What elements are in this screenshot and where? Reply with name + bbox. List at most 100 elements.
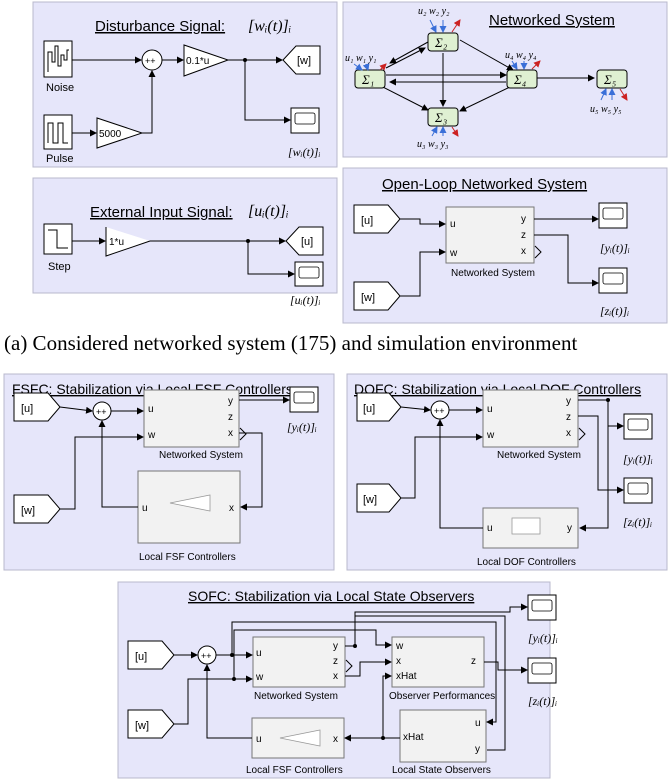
disturbance-sum-signs: ++: [145, 56, 156, 66]
io-label-3: u₃ w₃ y₃: [417, 139, 449, 150]
disturbance-title: Disturbance Signal:: [95, 18, 225, 35]
step-source-block[interactable]: [43, 223, 73, 255]
node-sigma-1[interactable]: [354, 69, 386, 89]
gain-input-label: 1*u: [109, 237, 124, 248]
fsfc-from-w-label: [w]: [21, 505, 35, 517]
sofc-perf-w: w: [395, 641, 404, 652]
openloop-block-label: Networked System: [451, 268, 535, 279]
panel-open-loop: Open-Loop Networked System [u] [w] u w y…: [342, 167, 668, 324]
node-sigma-2-label: Σ₂: [434, 35, 448, 50]
fsfc-port-u: u: [148, 404, 154, 415]
fsfc-from-u[interactable]: [13, 392, 61, 422]
node-sigma-2[interactable]: [427, 32, 459, 52]
fsfc-from-w[interactable]: [13, 494, 61, 524]
io-label-1: u₁ w₁ y₁: [345, 53, 377, 64]
panel-external-input: External Input Signal: [uᵢ(t)]ᵢ Step 1*u…: [32, 177, 338, 307]
fsfc-port-y: y: [228, 396, 233, 407]
disturbance-title-math: [wᵢ(t)]ᵢ: [248, 18, 291, 35]
sofc-from-u[interactable]: [127, 640, 175, 670]
fsfc-port-z: z: [228, 412, 233, 423]
openloop-from-u[interactable]: [353, 204, 401, 234]
fsfc-ctrl-label: Local FSF Controllers: [139, 552, 236, 563]
fsfc-networked-block[interactable]: [143, 389, 240, 448]
external-title: External Input Signal:: [90, 204, 233, 221]
gain-5000-block[interactable]: [96, 117, 144, 149]
panel-sofc: SOFC: Stabilization via Local State Obse…: [117, 581, 558, 779]
dofc-port-z: z: [566, 412, 571, 423]
openloop-port-y: y: [521, 214, 526, 225]
openloop-networked-block[interactable]: [445, 206, 535, 264]
external-scope-label: [uᵢ(t)]ᵢ: [290, 293, 321, 307]
dofc-from-u[interactable]: [356, 392, 402, 422]
fsfc-sum-signs: ++: [96, 407, 107, 417]
noise-source-block[interactable]: [43, 40, 73, 78]
sofc-block-label: Networked System: [254, 691, 338, 702]
openloop-port-w: w: [449, 248, 458, 259]
sofc-networked-block[interactable]: [252, 636, 346, 688]
openloop-from-u-label: [u]: [361, 215, 373, 227]
node-sigma-4[interactable]: [506, 69, 538, 89]
sofc-obs-y: y: [475, 744, 480, 755]
fsfc-port-w: w: [147, 430, 156, 441]
dofc-port-w: w: [486, 430, 495, 441]
disturbance-scope-label: [wᵢ(t)]ᵢ: [288, 145, 321, 159]
gain-5000-label: 5000: [99, 129, 122, 140]
openloop-port-u: u: [450, 219, 456, 230]
external-title-math: [uᵢ(t)]ᵢ: [248, 203, 289, 220]
dofc-ctrl-in: y: [567, 523, 572, 534]
sofc-sum-signs: ++: [201, 651, 212, 661]
io-label-5: u₅ w₅ y₅: [590, 104, 622, 115]
network-edges: [372, 39, 595, 112]
sofc-title: SOFC: Stabilization via Local State Obse…: [188, 588, 474, 604]
fsfc-scope-y-label: [yᵢ(t)]ᵢ: [287, 420, 317, 434]
panel-dofc: DOFC: Stabilization via Local DOF Contro…: [346, 373, 668, 571]
fsfc-from-u-label: [u]: [21, 403, 33, 415]
sofc-from-w[interactable]: [127, 709, 175, 739]
sofc-ctrl-in: x: [333, 734, 338, 745]
sofc-port-y: y: [333, 641, 338, 652]
openloop-scope-y-label: [yᵢ(t)]ᵢ: [600, 241, 630, 255]
sofc-port-x: x: [333, 671, 338, 682]
step-label: Step: [48, 261, 71, 273]
sofc-perf-z: z: [471, 656, 476, 667]
pulse-label: Pulse: [46, 153, 74, 165]
dofc-networked-block[interactable]: [482, 389, 579, 448]
panel-networked-system: Networked System Σ₁ Σ₂ Σ₃ Σ₄ Σ₅ u₁ w₁ y₁…: [342, 1, 668, 158]
gain-main-block[interactable]: [183, 44, 230, 77]
dofc-from-w-label: [w]: [363, 494, 377, 506]
sofc-perf-xhat: xHat: [396, 671, 417, 682]
noise-label: Noise: [46, 82, 74, 94]
node-sigma-3-label: Σ₃: [434, 110, 447, 125]
pulse-source-block[interactable]: [43, 114, 73, 150]
dofc-port-u: u: [487, 404, 493, 415]
sofc-port-w: w: [255, 672, 264, 683]
dofc-from-w[interactable]: [356, 483, 402, 513]
sofc-from-u-label: [u]: [135, 651, 147, 663]
openloop-title: Open-Loop Networked System: [382, 176, 587, 193]
sofc-port-u: u: [256, 648, 262, 659]
sofc-observer-block[interactable]: [399, 709, 487, 763]
fsfc-port-x: x: [228, 428, 233, 439]
networked-title: Networked System: [489, 12, 615, 29]
io-arrows: [353, 19, 628, 137]
gain-input-block[interactable]: [105, 227, 151, 257]
sofc-ctrl-label: Local FSF Controllers: [246, 765, 343, 776]
sofc-obs-xhat: xHat: [403, 732, 424, 743]
panel-fsfc: FSFC: Stabilization via Local FSF Contro…: [3, 373, 335, 571]
caption: (a) Considered networked system (175) an…: [4, 331, 577, 355]
io-label-2: u₂ w₂ y₂: [418, 6, 450, 17]
dofc-port-x: x: [566, 428, 571, 439]
goto-u-block[interactable]: [285, 226, 324, 256]
sofc-scope-y-label: [yᵢ(t)]ᵢ: [528, 631, 558, 645]
node-sigma-1-label: Σ₁: [361, 72, 374, 87]
dofc-sum-signs: ++: [434, 406, 445, 416]
fsfc-ctrl-in: x: [229, 503, 234, 514]
openloop-scope-z-label: [zᵢ(t)]ᵢ: [600, 304, 629, 318]
goto-w-label: [w]: [297, 55, 311, 67]
gain-main-label: 0.1*u: [186, 56, 209, 67]
sofc-ctrl-out: u: [256, 734, 262, 745]
dofc-scope-z-label: [zᵢ(t)]ᵢ: [623, 515, 652, 529]
openloop-from-w[interactable]: [353, 281, 401, 311]
sofc-perf-label: Observer Performances: [389, 691, 495, 702]
goto-w-block[interactable]: [282, 45, 321, 75]
